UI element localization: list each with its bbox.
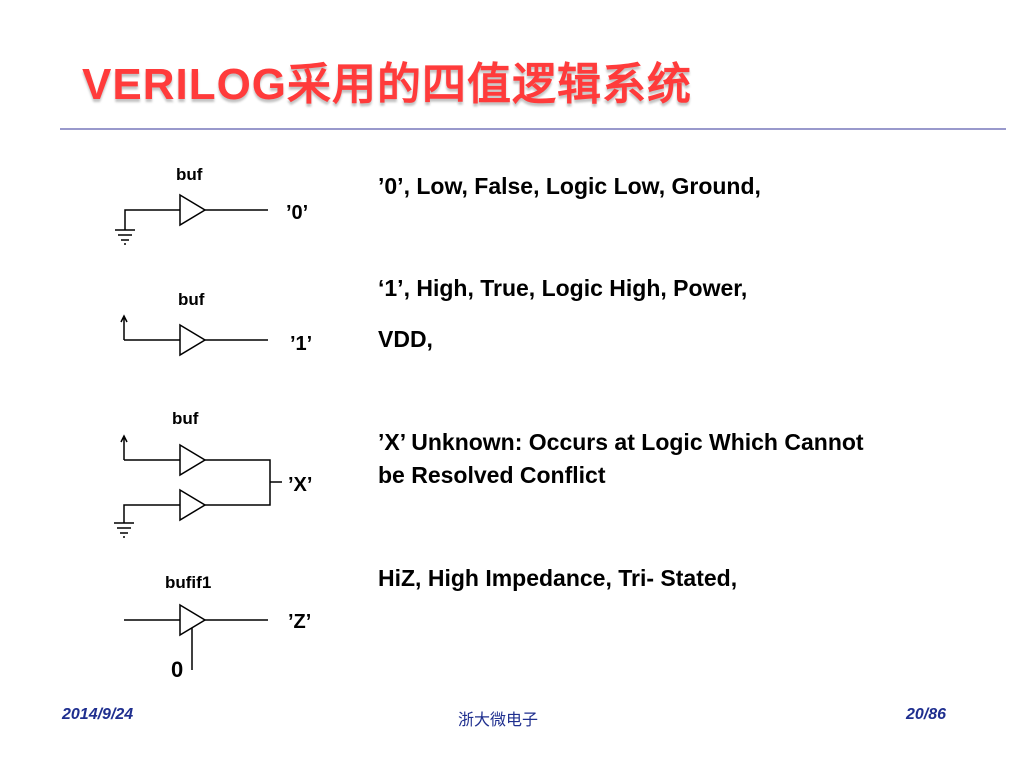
description-line: VDD, <box>378 326 433 352</box>
output-label: ’X’ <box>288 474 312 496</box>
ground-icon <box>114 522 134 538</box>
output-label: ’Z’ <box>288 611 311 633</box>
output-label: ’1’ <box>290 333 312 355</box>
value-z-description: HiZ, High Impedance, Tri- Stated, <box>378 562 737 595</box>
buffer-gate-icon <box>179 323 207 357</box>
slide-title: VERILOG采用的四值逻辑系统 <box>82 60 693 109</box>
description-line: ‘1’, High, True, Logic High, Power, <box>378 275 748 301</box>
value-1-description: ‘1’, High, True, Logic High, Power, VDD, <box>378 272 747 356</box>
gate-label: buf <box>178 290 205 309</box>
value-x-description: ’X’ Unknown: Occurs at Logic Which Canno… <box>378 426 864 492</box>
buf-conflict-diagram <box>114 434 282 538</box>
footer-organization: 浙大微电子 <box>458 712 539 729</box>
description-line: HiZ, High Impedance, Tri- Stated, <box>378 565 738 591</box>
gate-label: bufif1 <box>165 573 211 592</box>
gate-label: buf <box>172 409 199 428</box>
buffer-gate-icon <box>179 193 207 227</box>
buffer-gate-icon <box>179 443 207 477</box>
tristate-buffer-icon <box>179 603 207 637</box>
buf-ground-diagram <box>115 193 268 245</box>
footer-date: 2014/9/24 <box>62 706 134 723</box>
enable-label: 0 <box>171 657 183 682</box>
ground-icon <box>115 229 135 245</box>
output-label: ’0’ <box>286 202 308 224</box>
description-line: ’0’, Low, False, Logic Low, Ground, <box>378 173 761 199</box>
description-line: be Resolved Conflict <box>378 462 606 488</box>
buf-power-diagram <box>120 314 268 357</box>
title-divider <box>60 128 1006 130</box>
buffer-gate-icon <box>179 488 207 522</box>
logic-value-diagrams: buf ’0’ buf ’1’ buf ’X’ bufif1 ’Z’ 0 <box>114 165 312 682</box>
bufif1-diagram <box>124 603 268 670</box>
value-0-description: ’0’, Low, False, Logic Low, Ground, <box>378 170 761 203</box>
description-line: ’X’ Unknown: Occurs at Logic Which Canno… <box>378 429 864 455</box>
page-number: 20/86 <box>906 706 947 723</box>
gate-label: buf <box>176 165 203 184</box>
